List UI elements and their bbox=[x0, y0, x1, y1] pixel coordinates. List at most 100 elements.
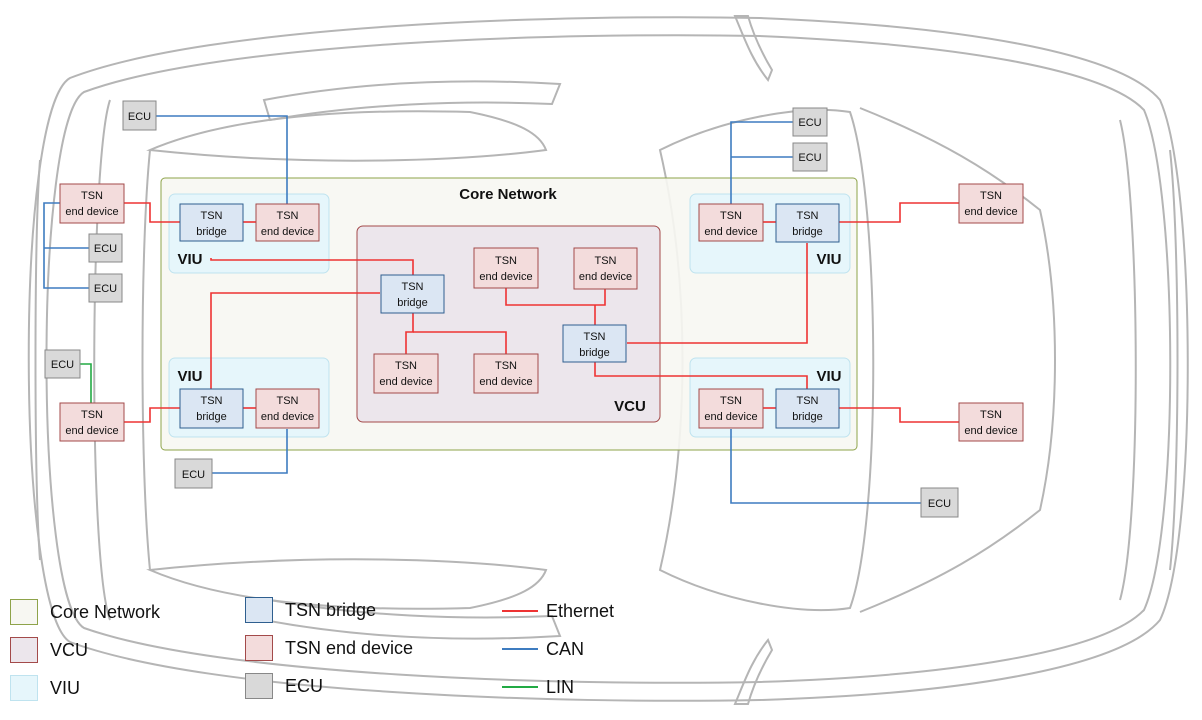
node-label: end device bbox=[964, 206, 1017, 218]
can-link bbox=[43, 202, 89, 289]
node-label: TSN bbox=[595, 255, 617, 267]
ecu[interactable]: ECU bbox=[792, 142, 828, 172]
tsn-end-device[interactable]: TSN end device bbox=[373, 353, 439, 394]
can-links bbox=[43, 115, 921, 504]
can-link bbox=[156, 115, 288, 204]
node-label: TSN bbox=[495, 360, 517, 372]
tsn-end-device[interactable]: TSN end device bbox=[958, 402, 1024, 442]
node-label: end device bbox=[964, 425, 1017, 437]
node-label: bridge bbox=[792, 411, 823, 423]
node-label: TSN bbox=[395, 360, 417, 372]
legend-item-ecu: ECU bbox=[245, 671, 323, 701]
tsn-end-device[interactable]: TSN end device bbox=[698, 203, 764, 242]
ecu[interactable]: ECU bbox=[174, 458, 213, 489]
viu-label-bottom-left: VIU bbox=[177, 368, 202, 385]
node-label: TSN bbox=[720, 395, 742, 407]
legend-item-viu: VIU bbox=[10, 673, 80, 703]
tsn-end-device[interactable]: TSN end device bbox=[59, 183, 125, 224]
legend-label: Core Network bbox=[50, 601, 161, 622]
node-label: TSN bbox=[277, 395, 299, 407]
ecu-swatch bbox=[245, 673, 273, 699]
tsn-end-device[interactable]: TSN end device bbox=[573, 247, 638, 290]
node-label: bridge bbox=[792, 226, 823, 238]
node-label: ECU bbox=[798, 117, 821, 129]
can-line-swatch bbox=[502, 648, 538, 650]
tsn-bridge[interactable]: TSN bridge bbox=[775, 388, 840, 429]
tsn-end-device[interactable]: TSN end device bbox=[473, 247, 539, 289]
ecu[interactable]: ECU bbox=[920, 487, 959, 518]
node-label: TSN bbox=[980, 409, 1002, 421]
tsn-end-device[interactable]: TSN end device bbox=[255, 388, 320, 429]
lin-link bbox=[80, 363, 92, 403]
lin-links bbox=[80, 363, 92, 403]
node-label: ECU bbox=[798, 152, 821, 164]
tsn-bridge[interactable]: TSN bridge bbox=[179, 203, 244, 242]
node-label: TSN bbox=[277, 210, 299, 222]
legend-label: TSN bridge bbox=[285, 599, 377, 620]
ethernet-link bbox=[405, 313, 414, 354]
tsn-bridge[interactable]: TSN bridge bbox=[380, 274, 445, 314]
ecu[interactable]: ECU bbox=[88, 233, 123, 263]
tsn-end-device[interactable]: TSN end device bbox=[473, 353, 539, 394]
node-label: TSN bbox=[797, 395, 819, 407]
tsn-end-device[interactable]: TSN end device bbox=[255, 203, 320, 242]
node-label: TSN bbox=[81, 190, 103, 202]
ethernet-link bbox=[413, 331, 507, 354]
tsn-end-device[interactable]: TSN end device bbox=[958, 183, 1024, 224]
ethernet-link bbox=[505, 288, 606, 306]
can-link bbox=[212, 429, 288, 474]
ecu[interactable]: ECU bbox=[792, 107, 828, 137]
node-label: end device bbox=[579, 271, 632, 283]
node-label: ECU bbox=[928, 498, 951, 510]
node-label: bridge bbox=[397, 297, 428, 309]
core-network-title: Core Network bbox=[459, 186, 557, 203]
tsn-end-device[interactable]: TSN end device bbox=[698, 388, 764, 429]
ethernet-link bbox=[839, 202, 959, 223]
ecu[interactable]: ECU bbox=[44, 349, 81, 379]
node-label: end device bbox=[261, 226, 314, 238]
vcu-label: VCU bbox=[614, 398, 646, 415]
tsn-end-device[interactable]: TSN end device bbox=[59, 402, 125, 442]
ethernet-link bbox=[594, 362, 808, 389]
vcu-swatch bbox=[10, 637, 38, 663]
legend-item-tsn-bridge: TSN bridge bbox=[245, 595, 376, 625]
tsn-bridge[interactable]: TSN bridge bbox=[179, 388, 244, 429]
node-label: TSN bbox=[584, 331, 606, 343]
node-label: TSN bbox=[797, 210, 819, 222]
tsn-bridge[interactable]: TSN bridge bbox=[562, 324, 627, 363]
node-label: ECU bbox=[128, 111, 151, 123]
node-label: end device bbox=[261, 411, 314, 423]
node-label: TSN bbox=[980, 190, 1002, 202]
legend-item-lin: LIN bbox=[502, 672, 574, 702]
tsn-bridge-swatch bbox=[245, 597, 273, 623]
node-label: ECU bbox=[94, 243, 117, 255]
tsn-bridge[interactable]: TSN bridge bbox=[775, 203, 840, 243]
ethernet-link bbox=[839, 407, 959, 423]
legend-item-tsn-end-device: TSN end device bbox=[245, 633, 413, 663]
ethernet-link bbox=[124, 202, 180, 223]
node-label: end device bbox=[65, 425, 118, 437]
node-label: TSN bbox=[81, 409, 103, 421]
ecu[interactable]: ECU bbox=[122, 100, 157, 131]
legend-label: TSN end device bbox=[285, 637, 414, 658]
can-link bbox=[730, 121, 793, 204]
ethernet-line-swatch bbox=[502, 610, 538, 612]
legend-item-ethernet: Ethernet bbox=[502, 596, 614, 626]
legend-label: VCU bbox=[50, 639, 89, 660]
ethernet-links bbox=[124, 202, 959, 423]
node-label: bridge bbox=[196, 411, 227, 423]
viu-label-top-left: VIU bbox=[177, 251, 202, 268]
legend-label: CAN bbox=[546, 638, 585, 659]
ecu[interactable]: ECU bbox=[88, 273, 123, 303]
node-label: TSN bbox=[402, 281, 424, 293]
node-label: ECU bbox=[182, 469, 205, 481]
node-label: TSN bbox=[720, 210, 742, 222]
node-label: bridge bbox=[196, 226, 227, 238]
ethernet-link bbox=[124, 407, 180, 423]
node-label: end device bbox=[479, 271, 532, 283]
node-label: end device bbox=[704, 226, 757, 238]
ethernet-link bbox=[627, 243, 808, 344]
legend-label: Ethernet bbox=[546, 600, 615, 621]
tsn-end-device-swatch bbox=[245, 635, 273, 661]
legend-label: VIU bbox=[50, 677, 81, 698]
